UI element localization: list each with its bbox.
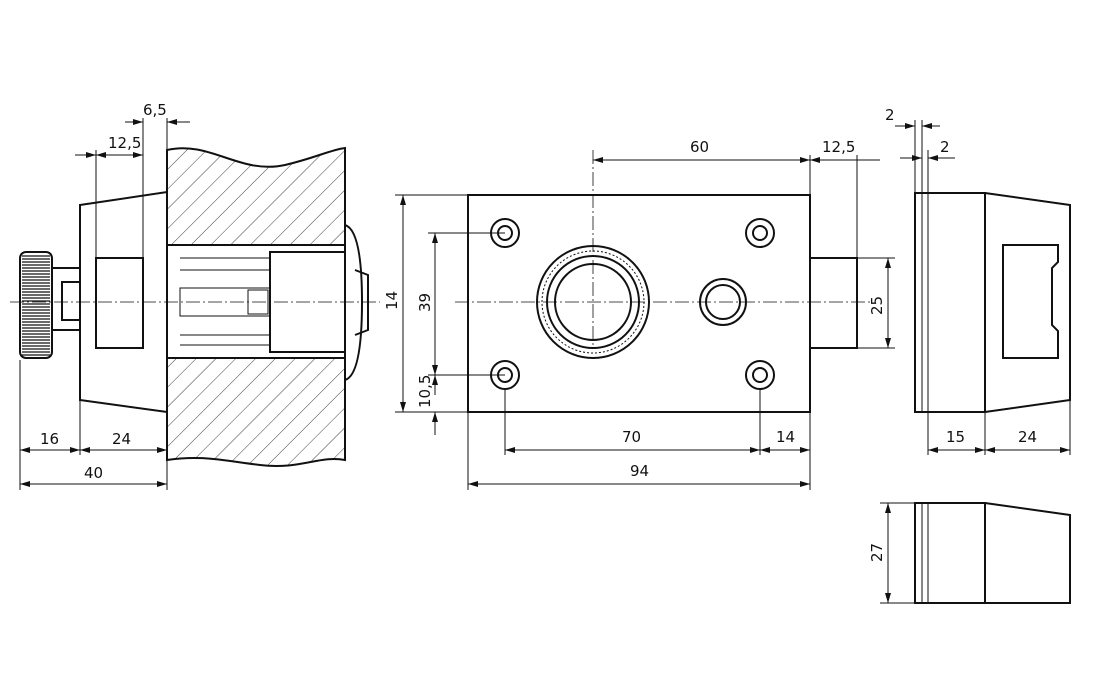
dim-24-side: 24 (1018, 428, 1037, 446)
dim-94: 94 (630, 462, 649, 480)
dim-14: 14 (776, 428, 795, 446)
side-view: 2 2 15 24 (885, 106, 1071, 455)
bottom-view: 27 (868, 502, 1071, 604)
dim-10-5: 10,5 (416, 375, 434, 408)
dim-70: 70 (622, 428, 641, 446)
dim-15: 15 (946, 428, 965, 446)
bolt-slot (95, 257, 144, 349)
dim-60-side: 14 (383, 291, 401, 310)
knurled-knob (19, 251, 53, 359)
dim-6-5: 6,5 (143, 101, 167, 119)
dim-60-top: 60 (690, 138, 709, 156)
dim-2-bottom: 2 (940, 138, 950, 156)
dim-12-5: 12,5 (108, 134, 141, 152)
dim-2-top: 2 (885, 106, 895, 124)
front-view: 60 12,5 14 39 10,5 70 14 94 25 (383, 138, 895, 490)
dim-25: 25 (868, 296, 886, 315)
dim-40: 40 (84, 464, 103, 482)
section-view: 12,5 6,5 16 24 40 (10, 101, 380, 490)
dim-24: 24 (112, 430, 131, 448)
dim-39: 39 (416, 293, 434, 312)
bolt (809, 257, 858, 349)
wall-section (166, 146, 346, 246)
dim-12-5-front: 12,5 (822, 138, 855, 156)
mounting-holes (490, 218, 775, 390)
dim-16: 16 (40, 430, 59, 448)
dim-27: 27 (868, 543, 886, 562)
